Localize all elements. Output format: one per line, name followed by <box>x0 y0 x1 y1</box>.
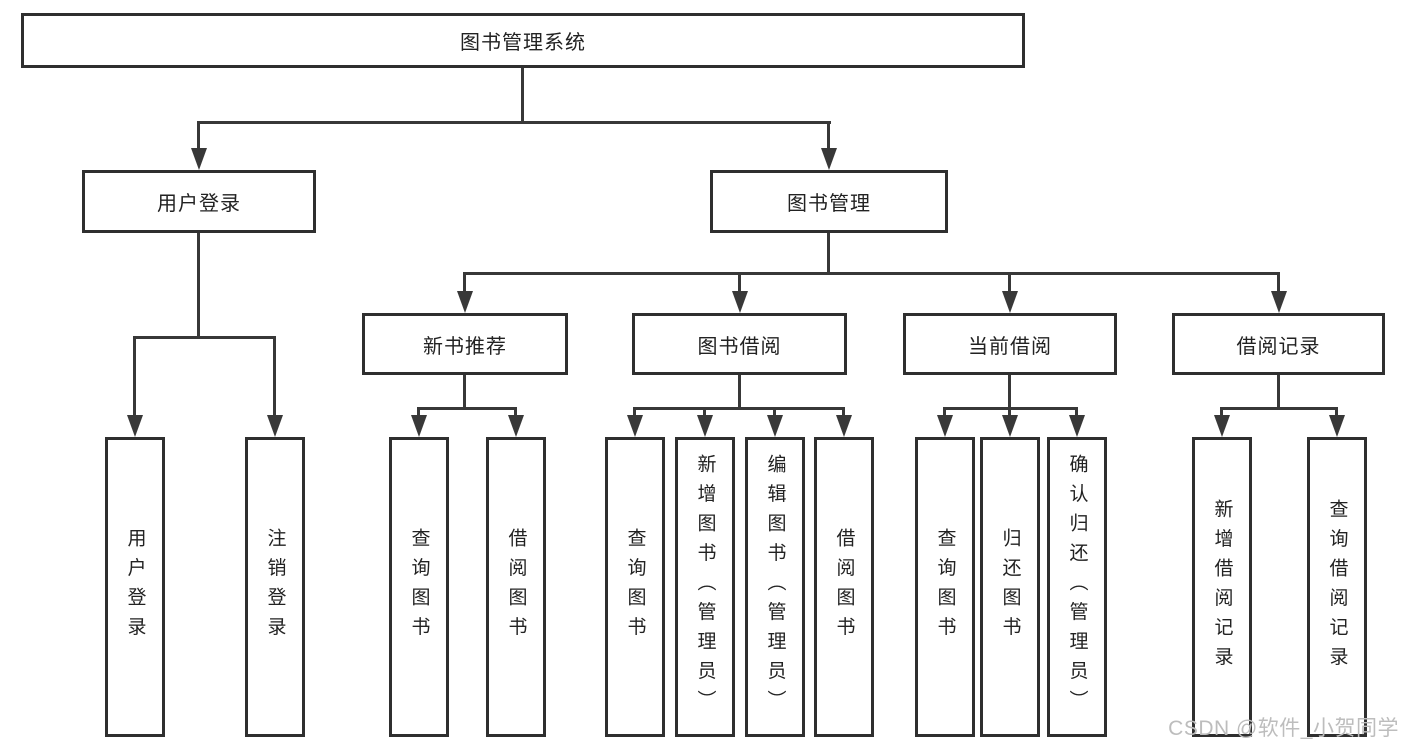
edge-current-stem <box>1008 375 1011 409</box>
leaf-label: 注销登录 <box>264 528 286 646</box>
arrow-down-icon <box>627 415 643 437</box>
arrow-down-icon <box>821 148 837 170</box>
node-leaf-query-books-borrow: 查询图书 <box>605 437 665 737</box>
arrow-down-icon <box>1002 291 1018 313</box>
node-book-mgmt: 图书管理 <box>710 170 948 233</box>
arrow-down-icon <box>1214 415 1230 437</box>
edge-drop-leaf <box>1335 407 1338 417</box>
leaf-label: 新增图书（管理员） <box>694 454 716 720</box>
leaf-label: 查询图书 <box>408 528 430 646</box>
arrow-down-icon <box>937 415 953 437</box>
edge-drop-new-rec <box>463 272 466 292</box>
arrow-down-icon <box>697 415 713 437</box>
edge-drop-book-mgmt <box>827 121 830 149</box>
edge-drop-leaf <box>1075 407 1078 417</box>
leaf-label: 新增借阅记录 <box>1211 498 1233 676</box>
edge-drop-leaf <box>1008 407 1011 417</box>
node-user-login: 用户登录 <box>82 170 316 233</box>
node-book-borrow-label: 图书借阅 <box>697 335 782 358</box>
arrow-down-icon <box>1069 415 1085 437</box>
edge-new-rec-stem <box>463 375 466 409</box>
edge-drop-leaf <box>273 336 276 416</box>
edge-user-login-rail <box>133 336 275 339</box>
arrow-down-icon <box>732 291 748 313</box>
node-root: 图书管理系统 <box>21 13 1025 68</box>
node-borrow-records-label: 借阅记录 <box>1236 335 1321 358</box>
edge-drop-user-login <box>197 121 200 149</box>
node-borrow-records: 借阅记录 <box>1172 313 1385 375</box>
arrow-down-icon <box>267 415 283 437</box>
leaf-label: 归还图书 <box>999 528 1021 646</box>
leaf-label: 编辑图书（管理员） <box>764 454 786 720</box>
node-leaf-borrow-books: 借阅图书 <box>814 437 874 737</box>
leaf-label: 查询图书 <box>624 528 646 646</box>
arrow-down-icon <box>191 148 207 170</box>
edge-drop-leaf <box>703 407 706 417</box>
edge-borrow-rail <box>633 407 845 410</box>
arrow-down-icon <box>508 415 524 437</box>
leaf-label: 查询图书 <box>934 528 956 646</box>
node-leaf-confirm-return-admin: 确认归还（管理员） <box>1047 437 1107 737</box>
edge-drop-leaf <box>417 407 420 417</box>
edge-root-rail <box>198 121 831 124</box>
edge-records-stem <box>1277 375 1280 409</box>
arrow-down-icon <box>411 415 427 437</box>
leaf-label: 用户登录 <box>124 528 146 646</box>
node-leaf-query-books-rec: 查询图书 <box>389 437 449 737</box>
node-leaf-borrow-books-rec: 借阅图书 <box>486 437 546 737</box>
node-leaf-add-borrow-record: 新增借阅记录 <box>1192 437 1252 737</box>
arrow-down-icon <box>1002 415 1018 437</box>
watermark: CSDN @软件_小贺同学 <box>1168 717 1399 740</box>
arrow-down-icon <box>127 415 143 437</box>
node-new-book-rec-label: 新书推荐 <box>423 335 507 358</box>
edge-drop-borrow <box>738 272 741 292</box>
node-leaf-query-borrow-record: 查询借阅记录 <box>1307 437 1367 737</box>
node-leaf-edit-books-admin: 编辑图书（管理员） <box>745 437 805 737</box>
edge-drop-current <box>1008 272 1011 292</box>
edge-drop-leaf <box>133 336 136 416</box>
edge-user-login-stem <box>197 233 200 336</box>
leaf-label: 确认归还（管理员） <box>1066 454 1088 720</box>
edge-book-mgmt-stem <box>827 233 830 272</box>
arrow-down-icon <box>836 415 852 437</box>
edge-drop-leaf <box>1220 407 1223 417</box>
node-leaf-add-books-admin: 新增图书（管理员） <box>675 437 735 737</box>
edge-book-mgmt-rail <box>463 272 1280 275</box>
leaf-label: 借阅图书 <box>833 528 855 646</box>
node-root-label: 图书管理系统 <box>460 32 586 54</box>
leaf-label: 借阅图书 <box>505 528 527 646</box>
arrow-down-icon <box>457 291 473 313</box>
node-new-book-rec: 新书推荐 <box>362 313 568 375</box>
node-leaf-logout: 注销登录 <box>245 437 305 737</box>
edge-drop-leaf <box>842 407 845 417</box>
edge-records-rail <box>1220 407 1338 410</box>
node-current-borrow-label: 当前借阅 <box>968 335 1052 358</box>
node-book-borrow: 图书借阅 <box>632 313 847 375</box>
leaf-label: 查询借阅记录 <box>1326 498 1348 676</box>
edge-new-rec-rail <box>417 407 517 410</box>
edge-drop-leaf <box>943 407 946 417</box>
edge-borrow-stem <box>738 375 741 409</box>
node-leaf-query-books-current: 查询图书 <box>915 437 975 737</box>
node-book-mgmt-label: 图书管理 <box>787 193 871 215</box>
node-user-login-label: 用户登录 <box>157 193 241 215</box>
arrow-down-icon <box>767 415 783 437</box>
node-current-borrow: 当前借阅 <box>903 313 1117 375</box>
node-leaf-user-login: 用户登录 <box>105 437 165 737</box>
edge-root-stem <box>521 68 524 121</box>
arrow-down-icon <box>1329 415 1345 437</box>
node-leaf-return-books: 归还图书 <box>980 437 1040 737</box>
edge-drop-records <box>1277 272 1280 292</box>
edge-drop-leaf <box>633 407 636 417</box>
arrow-down-icon <box>1271 291 1287 313</box>
edge-drop-leaf <box>514 407 517 417</box>
edge-drop-leaf <box>773 407 776 417</box>
